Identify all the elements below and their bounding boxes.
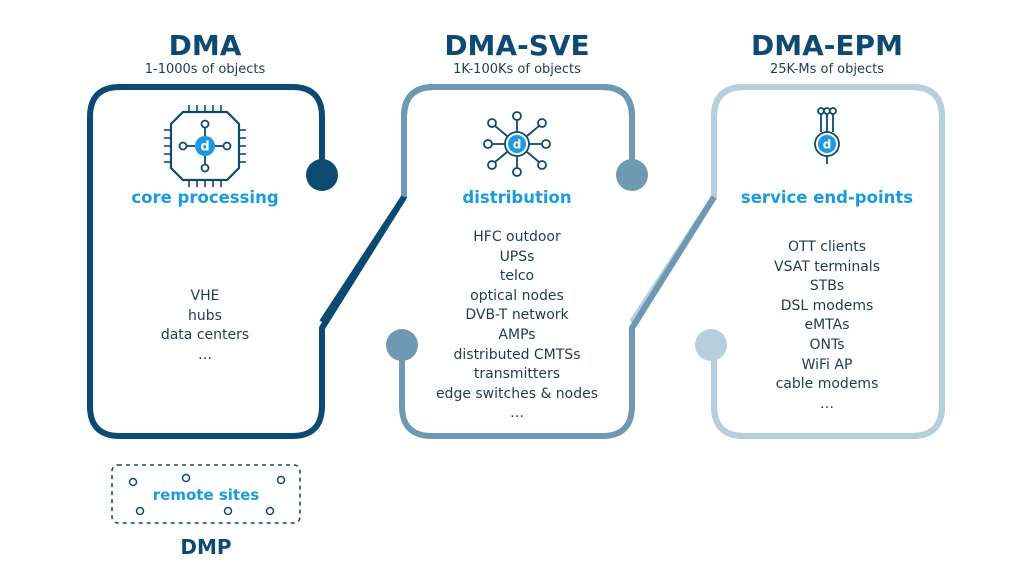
list-item: eMTAs xyxy=(804,317,850,334)
dmp-title: DMP xyxy=(180,535,232,559)
list-item: AMPs xyxy=(498,326,536,343)
list-item: ONTs xyxy=(809,336,845,353)
list-item: WiFi AP xyxy=(801,356,853,373)
list-item: data centers xyxy=(160,327,250,344)
epm-top-edge xyxy=(629,84,945,439)
list-item: DVB-T network xyxy=(465,307,569,324)
list-item: distributed CMTSs xyxy=(453,346,581,363)
svg-text:d: d xyxy=(200,140,209,155)
sve-item-list: HFC outdoor UPSs telco optical nodes DVB… xyxy=(407,228,627,424)
list-item: STBs xyxy=(809,278,845,295)
remote-sites-label: remote sites xyxy=(152,486,260,504)
list-item: hubs xyxy=(188,307,222,324)
epm-title: DMA-EPM xyxy=(751,29,903,62)
list-item: UPSs xyxy=(499,248,535,265)
dma-item-list: VHE hubs data centers … xyxy=(105,287,305,365)
epm-item-list: OTT clients VSAT terminals STBs DSL mode… xyxy=(717,238,937,414)
list-item: … xyxy=(510,405,524,422)
list-item: VHE xyxy=(190,288,220,304)
list-item: optical nodes xyxy=(470,287,564,304)
sve-epm-diagonal xyxy=(629,195,717,330)
sve-connector-dot-right xyxy=(616,159,648,191)
remote-site-dots xyxy=(128,473,286,516)
sve-heading: distribution xyxy=(462,188,572,207)
endpoint-connector-icon: d xyxy=(814,107,840,164)
list-item: transmitters xyxy=(473,366,561,383)
list-item: telco xyxy=(499,268,535,285)
list-item: cable modems xyxy=(775,376,879,393)
list-item: … xyxy=(198,346,212,363)
dma-heading: core processing xyxy=(131,188,279,207)
svg-text:d: d xyxy=(513,138,522,152)
epm-heading: service end-points xyxy=(740,188,914,207)
chip-processor-icon: d xyxy=(164,105,246,187)
remote-sites-box xyxy=(111,464,301,524)
distribution-network-icon: d xyxy=(483,111,551,177)
list-item: edge switches & nodes xyxy=(435,385,599,402)
sve-connector-dot-left xyxy=(386,329,418,361)
list-item: VSAT terminals xyxy=(774,258,880,275)
svg-text:d: d xyxy=(823,138,832,152)
list-item: DSL modems xyxy=(780,297,874,314)
list-item: … xyxy=(820,395,834,412)
list-item: HFC outdoor xyxy=(473,229,561,245)
epm-subtitle: 25K-Ms of objects xyxy=(769,62,884,77)
dma-subtitle: 1-1000s of objects xyxy=(144,62,266,77)
epm-connector-dot xyxy=(695,329,727,361)
dma-title: DMA xyxy=(168,29,242,62)
sve-top-edge xyxy=(401,84,635,197)
dma-connector-dot xyxy=(306,159,338,191)
list-item: OTT clients xyxy=(787,239,867,255)
sve-subtitle: 1K-100Ks of objects xyxy=(453,62,581,77)
dma-sve-diagonal xyxy=(319,195,407,324)
sve-title: DMA-SVE xyxy=(444,29,590,62)
